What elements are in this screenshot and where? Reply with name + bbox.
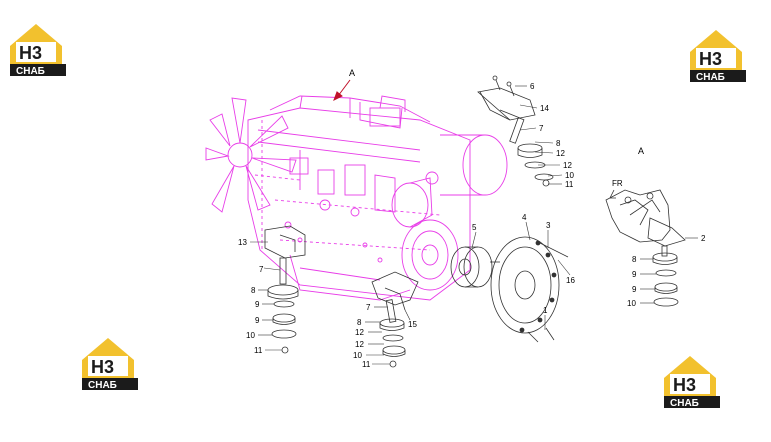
callout-11-top: 11 bbox=[565, 180, 574, 189]
logo-top-text: H3 bbox=[19, 43, 42, 63]
callout-10-center: 10 bbox=[353, 351, 362, 360]
view-label-main: A bbox=[349, 68, 355, 78]
top-mount-assembly bbox=[477, 75, 554, 187]
callout-12-top-a: 12 bbox=[556, 149, 565, 158]
view-arrow bbox=[333, 79, 351, 102]
callout-9-left-b: 9 bbox=[255, 316, 260, 325]
detail-leaders bbox=[640, 237, 698, 304]
left-mount-stack bbox=[264, 225, 306, 354]
callout-9-left-a: 9 bbox=[255, 300, 260, 309]
callout-9-detail-b: 9 bbox=[632, 285, 637, 294]
callout-7-left: 7 bbox=[259, 265, 264, 274]
callout-1: 1 bbox=[543, 306, 548, 315]
callout-11-center: 11 bbox=[362, 360, 371, 369]
callout-11-left: 11 bbox=[254, 346, 263, 355]
callout-10-top: 10 bbox=[565, 171, 574, 180]
front-label: FR bbox=[612, 179, 623, 188]
callout-4: 4 bbox=[522, 213, 527, 222]
fan bbox=[205, 97, 297, 213]
logo-top-text: H3 bbox=[91, 357, 114, 377]
logo-top-text: H3 bbox=[699, 49, 722, 69]
callout-7-center: 7 bbox=[366, 303, 371, 312]
flywheel-leaders bbox=[471, 221, 571, 330]
callout-8-detail: 8 bbox=[632, 255, 637, 264]
logo-top-left: H3 CHAБ bbox=[10, 24, 66, 77]
callout-16: 16 bbox=[566, 276, 575, 285]
callout-3: 3 bbox=[546, 221, 551, 230]
callout-12-center-b: 12 bbox=[355, 340, 364, 349]
callout-8-top: 8 bbox=[556, 139, 561, 148]
callout-12-top-b: 12 bbox=[563, 161, 572, 170]
view-label-detail: A bbox=[638, 146, 644, 156]
center-mount-stack bbox=[371, 271, 419, 368]
left-mount-leaders bbox=[250, 241, 282, 351]
detail-view-a bbox=[605, 189, 686, 307]
top-mount-leaders bbox=[515, 85, 563, 185]
callout-10-detail: 10 bbox=[627, 299, 636, 308]
callout-15: 15 bbox=[408, 320, 417, 329]
logo-bottom-right: H3 CHAБ bbox=[664, 356, 720, 409]
callout-5: 5 bbox=[472, 223, 477, 232]
engine-outline bbox=[205, 95, 508, 301]
flywheel-assembly bbox=[450, 236, 569, 343]
callout-12-center-a: 12 bbox=[355, 328, 364, 337]
logo-bottom-left: H3 CHAБ bbox=[82, 338, 138, 391]
callout-8-center: 8 bbox=[357, 318, 362, 327]
logo-bottom-text: CHAБ bbox=[670, 398, 699, 409]
center-mount-leaders bbox=[365, 306, 411, 365]
callout-2: 2 bbox=[701, 234, 706, 243]
callout-7-top: 7 bbox=[539, 124, 544, 133]
callout-9-detail-a: 9 bbox=[632, 270, 637, 279]
callout-13: 13 bbox=[238, 238, 247, 247]
callout-14: 14 bbox=[540, 104, 549, 113]
logo-bottom-text: CHAБ bbox=[696, 72, 725, 83]
callout-8-left: 8 bbox=[251, 286, 256, 295]
logo-top-text: H3 bbox=[673, 375, 696, 395]
logo-top-right: H3 CHAБ bbox=[690, 30, 746, 83]
callout-10-left: 10 bbox=[246, 331, 255, 340]
logo-bottom-text: CHAБ bbox=[88, 380, 117, 391]
logo-bottom-text: CHAБ bbox=[16, 66, 45, 77]
callout-6: 6 bbox=[530, 82, 535, 91]
